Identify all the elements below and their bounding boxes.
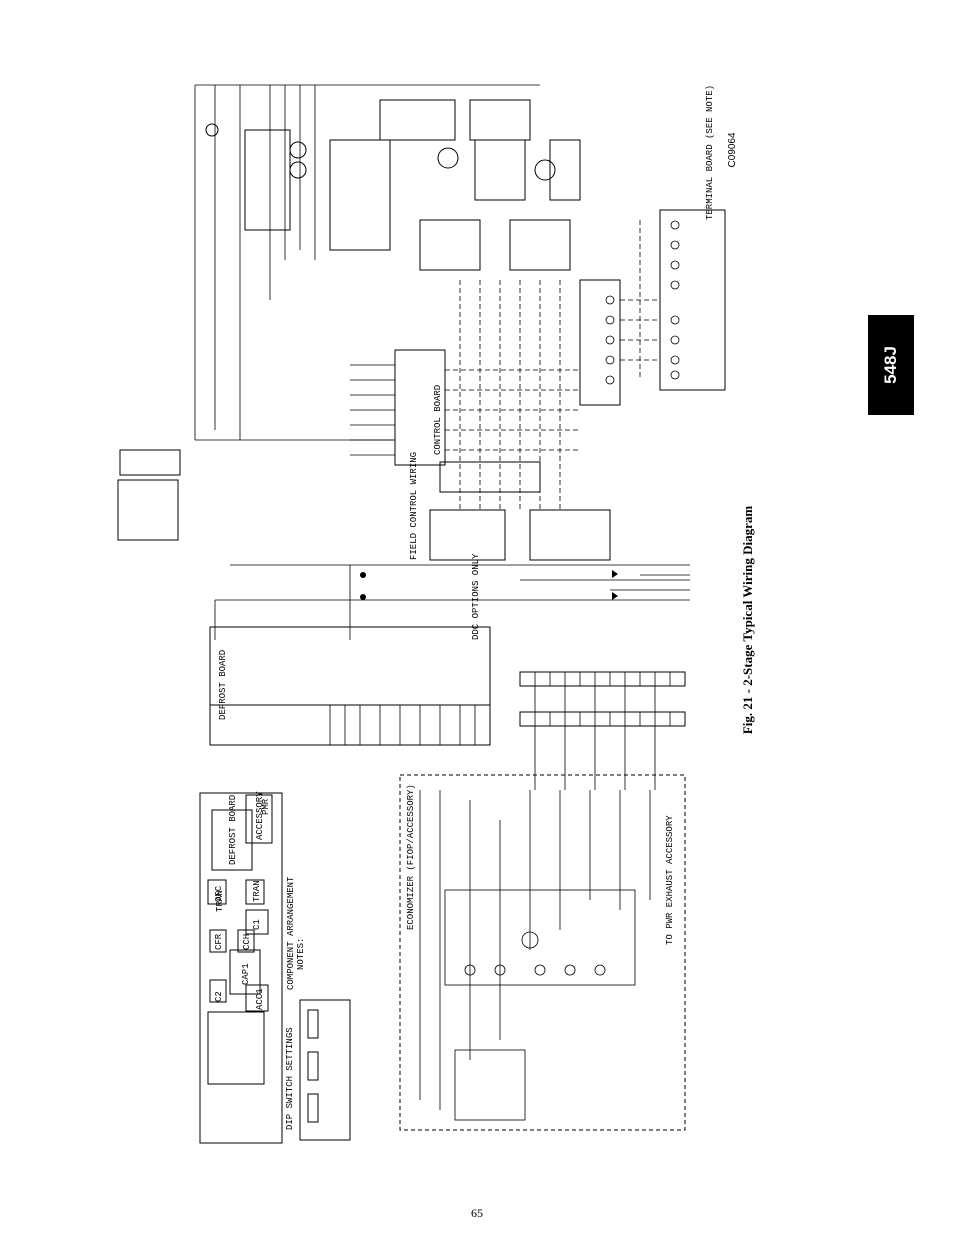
relay-box-1 — [474, 139, 526, 201]
terminal-board-label: TERMINAL BOARD (SEE NOTE) — [705, 85, 715, 220]
connector-plug-5 — [519, 711, 686, 727]
defrost-component-label: DEFROST BOARD — [228, 795, 238, 865]
compressor-contactor-2 — [469, 99, 531, 141]
defrost-board-label: DEFROST BOARD — [218, 650, 228, 720]
control-board-label: CONTROL BOARD — [433, 385, 443, 455]
drawing-code-text: C09064 — [727, 132, 738, 168]
thermostat-terminal-block — [429, 509, 506, 561]
ddc-options-label: DDC OPTIONS ONLY — [471, 553, 481, 640]
economizer-box — [399, 774, 686, 1131]
component-label-ofc: OFC — [214, 885, 224, 902]
component-label-acc1: ACC1 — [255, 988, 265, 1010]
component-arrangement-box — [199, 792, 283, 1144]
drawing-code: C09064 — [727, 132, 738, 167]
accessory-label: ACCESSORY — [255, 791, 265, 840]
dip-switch-title: DIP SWITCH SETTINGS — [285, 1027, 295, 1130]
terminal-board-box — [579, 279, 621, 406]
component-label-cch: CCH — [242, 934, 252, 950]
control-board-box — [394, 349, 446, 466]
pmr-label: PMR — [261, 798, 271, 815]
relay-box-2 — [549, 139, 581, 201]
defrost-board-component — [211, 809, 253, 871]
terminal-board-component — [207, 1011, 265, 1085]
control-relay-box — [329, 139, 391, 251]
component-label-cfr: CFR — [214, 933, 224, 950]
component-label-cap1: CAP1 — [241, 963, 251, 985]
section-tab: 548J — [868, 315, 914, 415]
smoke-control-box — [119, 449, 181, 476]
terminal-block-2 — [529, 509, 611, 561]
field-control-wiring-label: FIELD CONTROL WIRING — [409, 452, 419, 560]
transformer-box — [244, 129, 291, 231]
figure-caption-text: Fig. 21 - 2-Stage Typical Wiring Diagram — [740, 505, 755, 735]
cap1-component — [229, 949, 261, 995]
accessory-component — [245, 794, 273, 844]
component-label-tran: TRAN — [252, 880, 262, 902]
power-box — [117, 479, 179, 541]
economizer-title: ECONOMIZER (FIOP/ACCESSORY) — [406, 784, 416, 930]
ddc-terminal-box — [659, 209, 726, 391]
page-number: 65 — [471, 1206, 483, 1220]
connector-plug-6 — [519, 671, 686, 687]
notes-title: NOTES: — [296, 938, 306, 970]
transformer-label: TRAN — [215, 890, 225, 912]
component-label-c2: C2 — [214, 991, 224, 1002]
component-label-c1: C1 — [252, 919, 262, 930]
power-exhaust-label: TO PWR EXHAUST ACCESSORY — [665, 815, 675, 945]
figure-caption: Fig. 21 - 2-Stage Typical Wiring Diagram — [740, 506, 755, 734]
section-tab-label: 548J — [880, 346, 900, 384]
dip-switch-box — [299, 999, 351, 1141]
compressor-contactor-1 — [379, 99, 456, 141]
defrost-board-box — [209, 626, 491, 746]
component-arrangement-title: COMPONENT ARRANGEMENT — [286, 876, 296, 990]
terminal-block-3 — [439, 461, 541, 493]
